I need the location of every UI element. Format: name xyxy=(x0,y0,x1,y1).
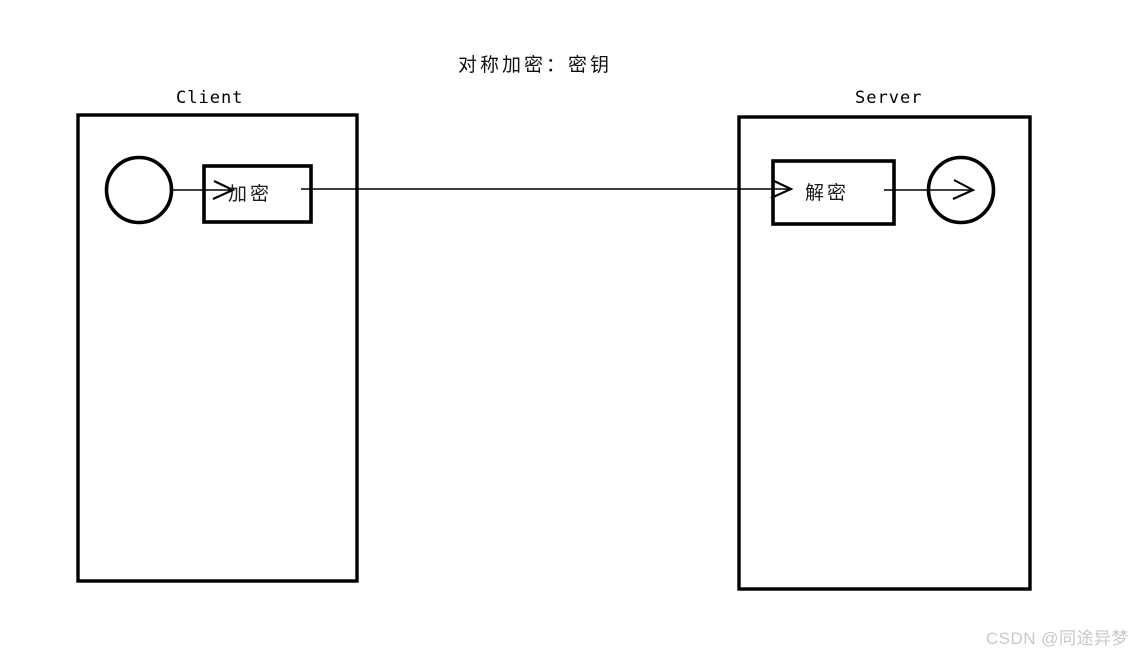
decrypt-box-label: 解密 xyxy=(805,182,850,204)
server-container-rect xyxy=(737,115,1032,591)
decrypt-box-rect xyxy=(771,159,896,226)
client-container-label: Client xyxy=(176,88,244,108)
client-endpoint-circle xyxy=(104,155,174,225)
connector-ciphertext-arrowhead xyxy=(770,179,794,199)
csdn-watermark: CSDN @同途异梦 xyxy=(985,629,1129,648)
client-container-rect xyxy=(76,113,359,583)
server-container-label: Server xyxy=(855,88,923,108)
connector-plaintext-out-arrowhead xyxy=(952,179,976,200)
connector-plaintext-arrowhead xyxy=(212,180,236,200)
encrypt-box-rect xyxy=(202,164,313,224)
encrypt-box-label: 加密 xyxy=(228,183,273,205)
diagram-title: 对称加密：密钥 xyxy=(458,54,613,76)
